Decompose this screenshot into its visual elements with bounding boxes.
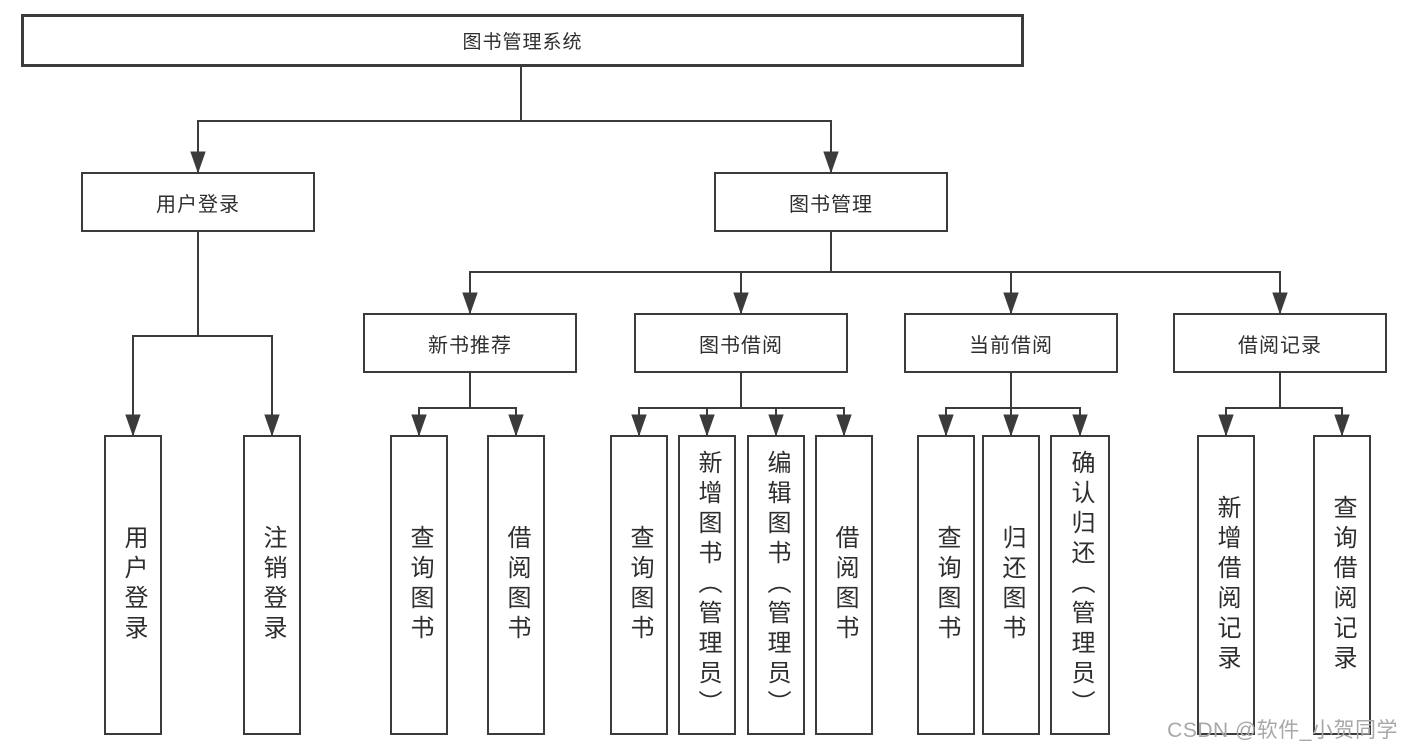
- leaf-user-login-label: 用户登录: [120, 525, 147, 645]
- leaf-borrow-query-book: 查询图书: [610, 435, 668, 735]
- node-user-login-label: 用户登录: [156, 193, 240, 216]
- leaf-query-borrow-record: 查询借阅记录: [1313, 435, 1371, 735]
- leaf-borrow-query-book-label: 查询图书: [626, 525, 653, 645]
- leaf-newrec-query-book: 查询图书: [390, 435, 448, 735]
- leaf-add-borrow-record: 新增借阅记录: [1197, 435, 1255, 735]
- leaf-logout: 注销登录: [243, 435, 301, 735]
- leaf-current-query-book: 查询图书: [917, 435, 975, 735]
- node-book-borrow: 图书借阅: [634, 313, 848, 373]
- leaf-newrec-query-book-label: 查询图书: [406, 525, 433, 645]
- leaf-borrow-book: 借阅图书: [815, 435, 873, 735]
- leaf-return-book-label: 归还图书: [998, 525, 1025, 645]
- node-new-book-rec: 新书推荐: [363, 313, 577, 373]
- node-borrow-record-label: 借阅记录: [1238, 334, 1322, 357]
- leaf-edit-book-admin-label: 编辑图书（管理员）: [763, 450, 790, 720]
- leaf-confirm-return-admin: 确认归还（管理员）: [1050, 435, 1110, 735]
- leaf-newrec-borrow-book: 借阅图书: [487, 435, 545, 735]
- node-root-label: 图书管理系统: [462, 32, 583, 53]
- leaf-edit-book-admin: 编辑图书（管理员）: [747, 435, 805, 735]
- leaf-return-book: 归还图书: [982, 435, 1040, 735]
- node-book-mgmt: 图书管理: [714, 172, 948, 232]
- leaf-confirm-return-admin-label: 确认归还（管理员）: [1067, 450, 1094, 720]
- node-root: 图书管理系统: [21, 14, 1024, 67]
- leaf-current-query-book-label: 查询图书: [933, 525, 960, 645]
- node-current-borrow-label: 当前借阅: [969, 334, 1053, 357]
- leaf-query-borrow-record-label: 查询借阅记录: [1329, 495, 1356, 675]
- leaf-add-book-admin: 新增图书（管理员）: [678, 435, 736, 735]
- node-borrow-record: 借阅记录: [1173, 313, 1387, 373]
- node-current-borrow: 当前借阅: [904, 313, 1118, 373]
- leaf-add-borrow-record-label: 新增借阅记录: [1213, 495, 1240, 675]
- node-book-mgmt-label: 图书管理: [789, 193, 873, 216]
- csdn-watermark: CSDN @软件_小贺同学: [1167, 719, 1398, 742]
- leaf-user-login: 用户登录: [104, 435, 162, 735]
- node-user-login: 用户登录: [81, 172, 315, 232]
- leaf-newrec-borrow-book-label: 借阅图书: [503, 525, 530, 645]
- node-book-borrow-label: 图书借阅: [699, 334, 783, 357]
- leaf-logout-label: 注销登录: [259, 525, 286, 645]
- leaf-add-book-admin-label: 新增图书（管理员）: [694, 450, 721, 720]
- node-new-book-rec-label: 新书推荐: [428, 334, 512, 357]
- leaf-borrow-book-label: 借阅图书: [831, 525, 858, 645]
